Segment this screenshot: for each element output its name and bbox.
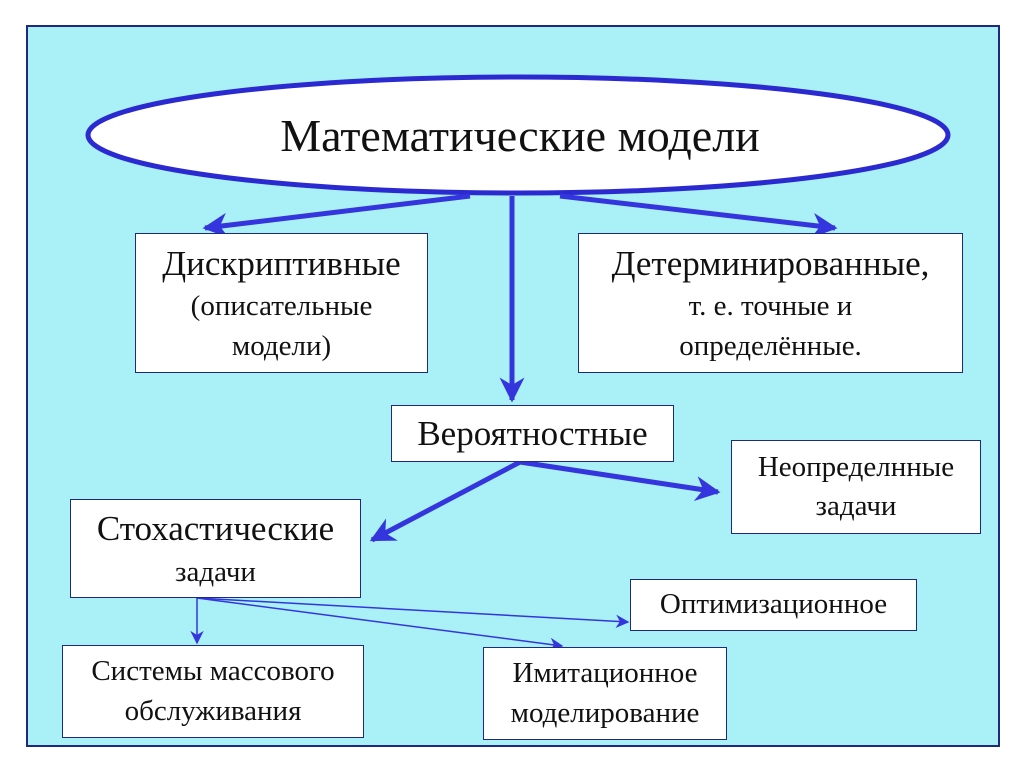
node-probabilistic: Вероятностные xyxy=(391,405,674,462)
deterministic-title: Детерминированные, xyxy=(611,244,930,284)
probabilistic-label: Вероятностные xyxy=(417,413,648,453)
node-queueing: Системы массового обслуживания xyxy=(62,645,364,738)
node-undefined-tasks: Неопределнные задачи xyxy=(731,440,981,534)
node-deterministic: Детерминированные, т. е. точные и опреде… xyxy=(578,233,963,373)
simulation-line2: моделирование xyxy=(510,696,700,729)
node-descriptive: Дискриптивные (описательные модели) xyxy=(135,233,428,373)
descriptive-title: Дискриптивные xyxy=(162,244,401,284)
node-stochastic: Стохастические задачи xyxy=(70,499,361,598)
deterministic-subtitle-1: т. е. точные и xyxy=(688,290,853,323)
node-optimization: Оптимизационное xyxy=(630,579,917,631)
descriptive-subtitle-2: модели) xyxy=(231,329,332,362)
stochastic-title: Стохастические xyxy=(96,509,335,549)
stochastic-subtitle: задачи xyxy=(175,555,256,588)
undefined-title: Неопределнные xyxy=(757,450,955,483)
queueing-line1: Системы массового xyxy=(91,655,335,688)
root-label: Математические модели xyxy=(280,109,760,161)
simulation-line1: Имитационное xyxy=(512,657,698,690)
deterministic-subtitle-2: определённые. xyxy=(679,329,862,362)
queueing-line2: обслуживания xyxy=(124,694,302,727)
optimization-label: Оптимизационное xyxy=(659,588,888,621)
descriptive-subtitle-1: (описательные xyxy=(190,290,373,323)
undefined-subtitle: задачи xyxy=(815,490,897,522)
node-simulation: Имитационное моделирование xyxy=(483,647,727,740)
